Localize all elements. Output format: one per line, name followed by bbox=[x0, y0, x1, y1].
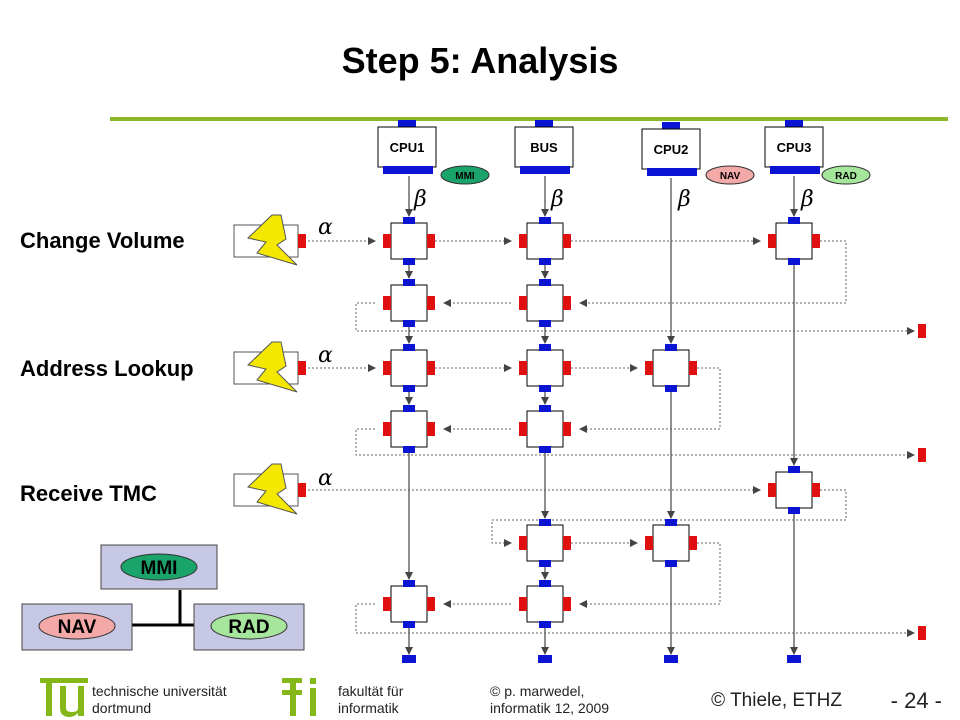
hierarchy-mmi-label: MMI bbox=[141, 558, 178, 579]
resources: CPU1 BUS CPU2 CPU3 bbox=[377, 120, 824, 176]
component-node bbox=[383, 344, 435, 392]
lightning-icon bbox=[246, 463, 298, 515]
alpha-symbol: α bbox=[318, 466, 333, 491]
event-flow bbox=[355, 302, 915, 335]
alpha-symbol: α bbox=[318, 215, 333, 240]
resource-terminal bbox=[538, 655, 552, 663]
beta-symbol: β bbox=[413, 187, 427, 212]
resource-terminal bbox=[402, 655, 416, 663]
event-terminal bbox=[918, 448, 926, 462]
connections bbox=[308, 176, 926, 663]
hierarchy-rad-label: RAD bbox=[228, 617, 269, 638]
resource-label: CPU1 bbox=[390, 140, 425, 155]
event-flow bbox=[355, 603, 915, 637]
beta-symbol: β bbox=[800, 187, 814, 212]
beta-symbol: β bbox=[550, 187, 564, 212]
component-node bbox=[519, 405, 571, 453]
beta-symbol: β bbox=[677, 187, 691, 212]
component-node bbox=[519, 519, 571, 567]
event-source bbox=[233, 341, 306, 393]
component-node bbox=[768, 466, 820, 514]
component-node bbox=[768, 217, 820, 265]
footer-author: © p. marwedel,informatik 12, 2009 bbox=[490, 683, 610, 716]
component-node bbox=[383, 580, 435, 628]
component-node bbox=[645, 344, 697, 392]
component-node bbox=[519, 279, 571, 327]
fi-logo bbox=[282, 678, 316, 716]
svg-text:NAV: NAV bbox=[720, 171, 741, 182]
resource-label: CPU3 bbox=[777, 140, 812, 155]
event-sources bbox=[233, 214, 306, 515]
resource-cpu2: CPU2 bbox=[641, 122, 701, 176]
svg-text:RAD: RAD bbox=[835, 171, 857, 182]
oval-mmi: MMI bbox=[440, 165, 490, 185]
task-hierarchy: MMI NAV RAD bbox=[21, 544, 305, 651]
component-nodes bbox=[383, 217, 820, 628]
component-node bbox=[519, 580, 571, 628]
alpha-symbol: α bbox=[318, 343, 333, 368]
event-flow bbox=[579, 542, 721, 608]
resource-terminal bbox=[787, 655, 801, 663]
component-node bbox=[383, 405, 435, 453]
page-number: - 24 - bbox=[890, 688, 942, 713]
event-source bbox=[233, 214, 306, 266]
component-node bbox=[519, 217, 571, 265]
resource-label: BUS bbox=[530, 140, 558, 155]
hierarchy-nav-label: NAV bbox=[58, 617, 97, 638]
slide-title: Step 5: Analysis bbox=[341, 40, 619, 81]
event-flow bbox=[579, 367, 721, 433]
component-node bbox=[383, 217, 435, 265]
event-flow bbox=[355, 428, 915, 459]
event-terminal bbox=[918, 324, 926, 338]
component-node bbox=[645, 519, 697, 567]
svg-text:MMI: MMI bbox=[455, 171, 475, 182]
task-label-address-lookup: Address Lookup bbox=[20, 356, 194, 381]
oval-rad: RAD bbox=[821, 165, 871, 185]
resource-cpu1: CPU1 bbox=[377, 120, 437, 174]
lightning-icon bbox=[246, 214, 298, 266]
task-label-change-volume: Change Volume bbox=[20, 228, 185, 253]
event-flow bbox=[579, 240, 847, 307]
resource-label: CPU2 bbox=[654, 142, 689, 157]
resource-bus: BUS bbox=[514, 120, 574, 174]
component-node bbox=[383, 279, 435, 327]
oval-nav: NAV bbox=[705, 165, 755, 185]
title-underline bbox=[110, 117, 948, 121]
lightning-icon bbox=[246, 341, 298, 393]
footer-credit: © Thiele, ETHZ bbox=[711, 690, 842, 711]
event-terminal bbox=[918, 626, 926, 640]
event-source bbox=[233, 463, 306, 515]
resource-terminal bbox=[664, 655, 678, 663]
tu-logo bbox=[40, 678, 88, 717]
resource-cpu3: CPU3 bbox=[764, 120, 824, 174]
task-label-receive-tmc: Receive TMC bbox=[20, 481, 157, 506]
component-node bbox=[519, 344, 571, 392]
